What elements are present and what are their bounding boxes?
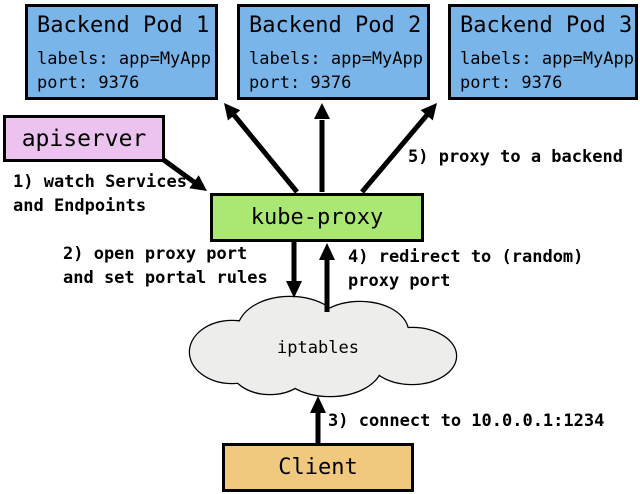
arrow-kube-proxy-to-pod2: [314, 103, 330, 192]
annotation-step5-proxy-backend: 5) proxy to a backend: [408, 147, 623, 167]
backend-pod-2: Backend Pod 2 labels: app=MyApp port: 93…: [237, 4, 430, 100]
client-label: Client: [278, 455, 358, 480]
iptables-cloud: [188, 295, 458, 398]
pod-title: Backend Pod 1: [37, 13, 210, 38]
pod-title: Backend Pod 3: [460, 13, 633, 38]
pod-port: port: 9376: [37, 73, 140, 93]
pod-labels: labels: app=MyApp: [37, 49, 211, 69]
arrow-apiserver-to-kube-proxy: [159, 155, 207, 191]
pod-port: port: 9376: [460, 73, 563, 93]
pod-labels: labels: app=MyApp: [249, 49, 423, 69]
backend-pod-1: Backend Pod 1 labels: app=MyApp port: 93…: [25, 4, 218, 100]
apiserver-label: apiserver: [21, 125, 147, 152]
client-node: Client: [222, 443, 414, 492]
apiserver-node: apiserver: [3, 115, 165, 162]
annotation-step1-watch-services: 1) watch Services and Endpoints: [13, 172, 187, 216]
arrow-kube-proxy-to-iptables: [286, 241, 302, 298]
annotation-step3-connect: 3) connect to 10.0.0.1:1234: [328, 411, 605, 431]
arrow-kube-proxy-to-pod3: [360, 103, 437, 194]
arrow-client-to-iptables: [310, 396, 326, 443]
backend-pod-3: Backend Pod 3 labels: app=MyApp port: 93…: [448, 4, 638, 100]
kube-proxy-node: kube-proxy: [210, 193, 424, 242]
iptables-label: iptables: [277, 338, 359, 358]
arrow-iptables-to-kube-proxy: [319, 243, 335, 312]
annotation-step2-open-proxy-port: 2) open proxy port and set portal rules: [63, 244, 268, 288]
kube-proxy-label: kube-proxy: [250, 205, 384, 230]
pod-title: Backend Pod 2: [249, 13, 422, 38]
arrow-kube-proxy-to-pod1: [224, 103, 299, 194]
pod-labels: labels: app=MyApp: [460, 49, 634, 69]
pod-port: port: 9376: [249, 73, 352, 93]
annotation-step4-redirect: 4) redirect to (random) proxy port: [348, 247, 584, 291]
